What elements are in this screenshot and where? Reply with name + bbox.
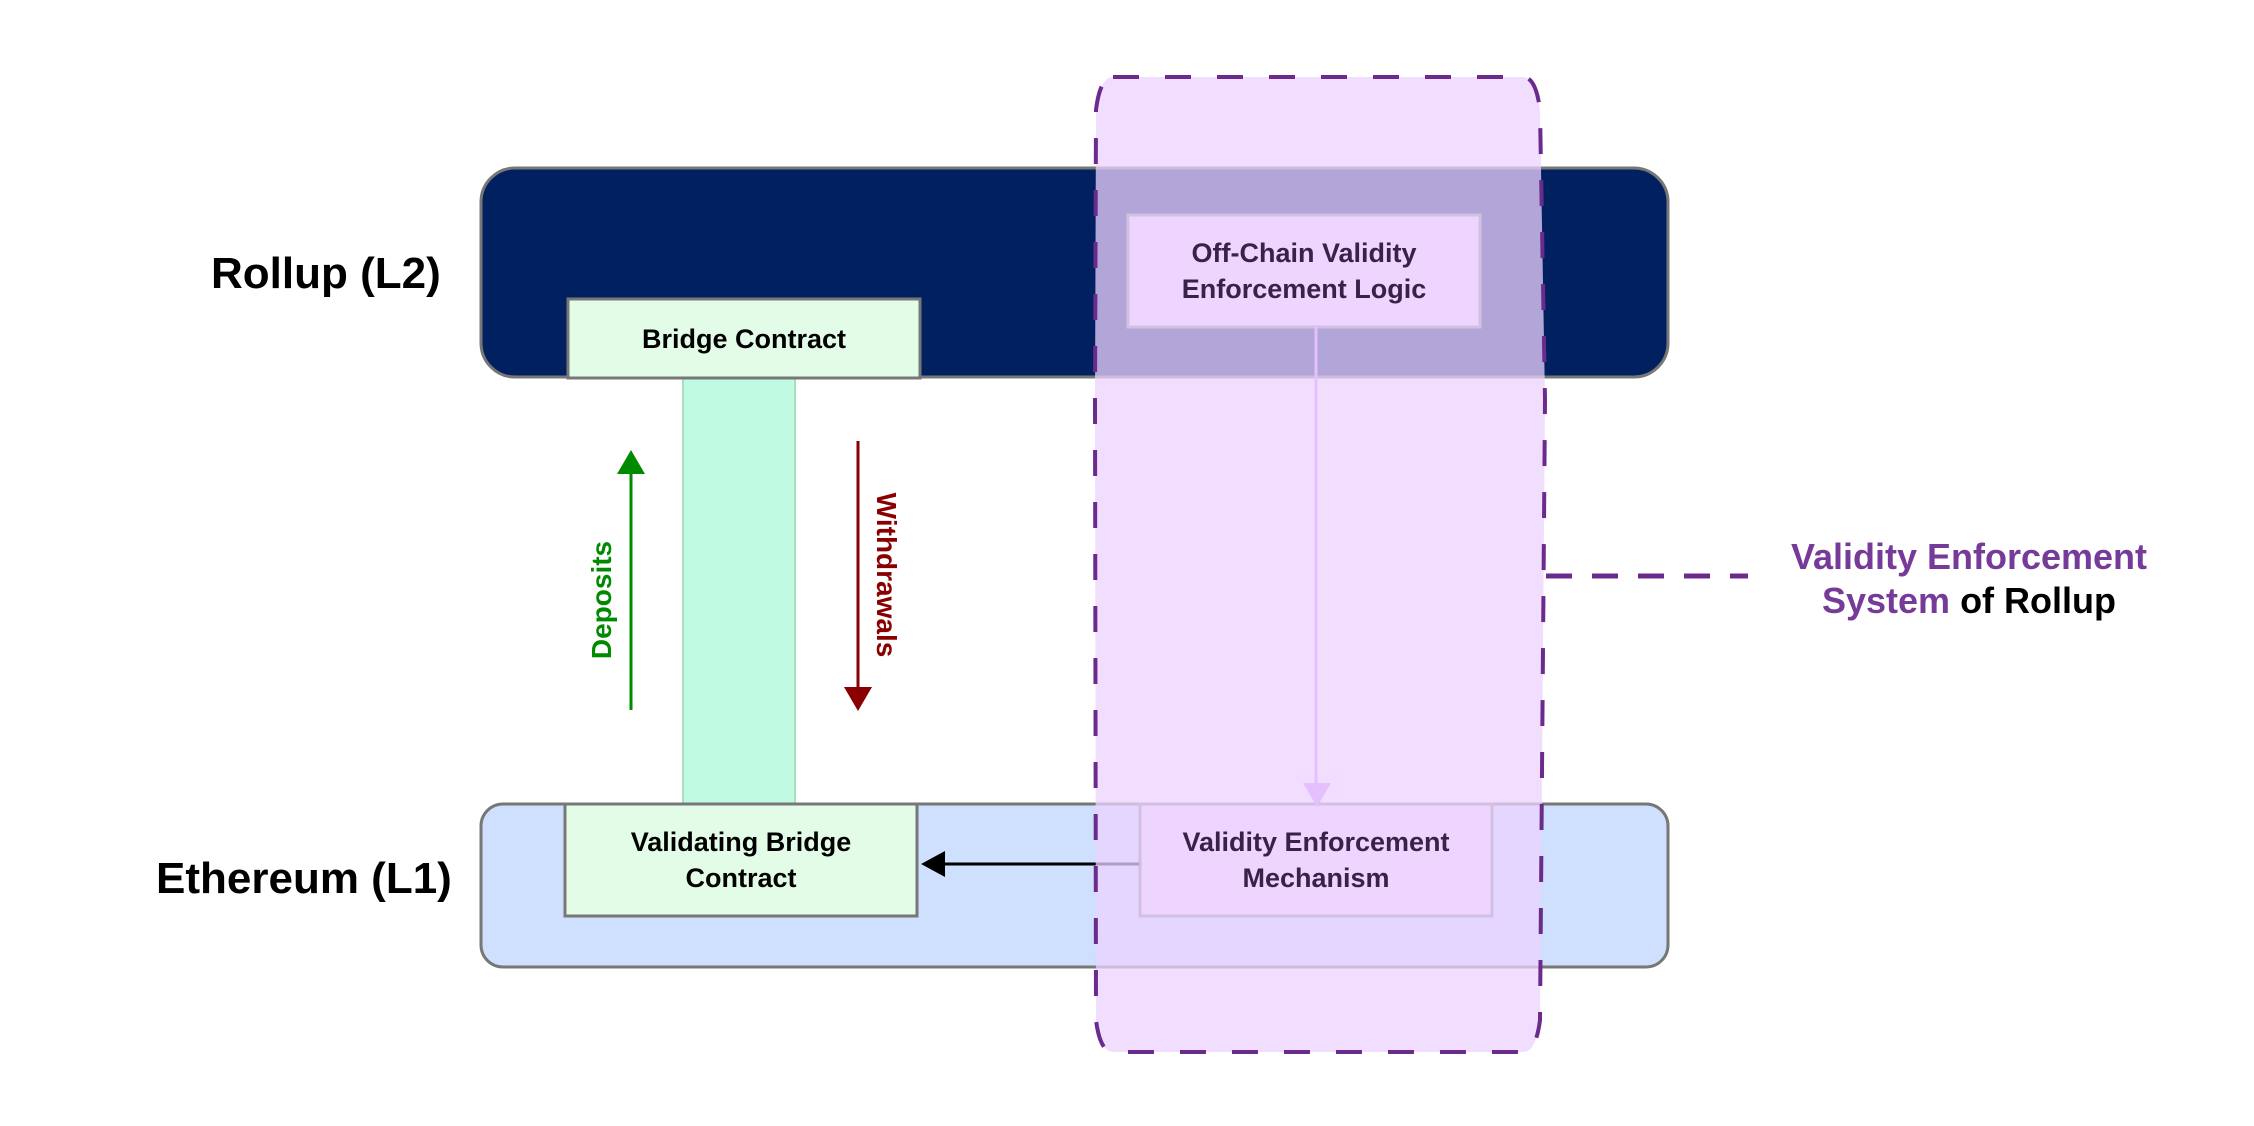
bridge-contract-label: Bridge Contract	[568, 299, 920, 378]
legend-part2: System	[1821, 580, 1951, 621]
deposits-arrow-head	[617, 450, 645, 474]
enforcement-arrow-head	[921, 851, 945, 877]
deposits-label: Deposits	[586, 540, 617, 660]
bridge-contract-box[interactable]	[566, 297, 922, 380]
validating-bridge-contract-label: Validating Bridge Contract	[565, 804, 917, 916]
bridge-contract-text: Bridge Contract	[641, 323, 847, 354]
validity-system-legend: Validity Enforcement System of Rollup	[1785, 535, 2153, 623]
withdrawals-arrow-head	[844, 687, 872, 711]
validating-bridge-line2: Contract	[685, 863, 797, 893]
offchain-logic-line2: Enforcement Logic	[1181, 274, 1427, 304]
enforcement-mechanism-line1: Validity Enforcement	[1182, 827, 1450, 857]
withdrawals-label: Withdrawals	[871, 492, 902, 658]
bridge-channel	[682, 377, 796, 805]
enforcement-mechanism-label: Validity Enforcement Mechanism	[1140, 804, 1492, 916]
enforcement-mechanism-line2: Mechanism	[1242, 863, 1390, 893]
legend-part1: Validity Enforcement	[1790, 536, 2148, 577]
validating-bridge-contract-box[interactable]	[563, 802, 919, 918]
legend-line1: Validity Enforcement	[1785, 535, 2153, 579]
offchain-logic-line1: Off-Chain Validity	[1191, 238, 1417, 268]
l1-layer-label: Ethereum (L1)	[156, 854, 452, 903]
validity-system-region	[1092, 75, 1548, 1054]
legend-part3: of Rollup	[1960, 580, 2117, 621]
l2-layer-label: Rollup (L2)	[211, 249, 441, 298]
validating-bridge-line1: Validating Bridge	[630, 827, 852, 857]
legend-line2: System of Rollup	[1785, 579, 2153, 623]
offchain-logic-label: Off-Chain Validity Enforcement Logic	[1128, 215, 1480, 327]
